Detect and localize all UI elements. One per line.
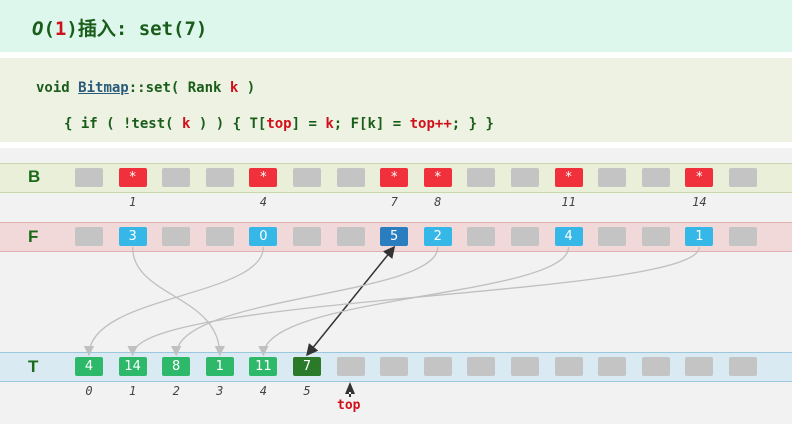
t-cell	[685, 357, 714, 376]
t-cell: 11	[249, 357, 278, 376]
t-cell	[729, 357, 757, 376]
b-cell	[598, 168, 627, 187]
f-cell	[467, 227, 496, 246]
f-cell	[293, 227, 321, 246]
f-cell: 2	[423, 227, 452, 246]
b-cell	[162, 168, 191, 187]
t-cell	[336, 357, 365, 376]
b-cell: *	[423, 168, 452, 187]
b-index-label: 11	[561, 195, 576, 209]
f-cell: 5	[380, 227, 409, 246]
b-index-label: 8	[434, 195, 442, 209]
t-index-label: 1	[128, 384, 137, 398]
t-cell: 4	[75, 357, 103, 376]
code-line-1: void Bitmap::set( Rank k )	[36, 80, 256, 96]
b-cell	[75, 168, 103, 187]
b-index-label: 7	[390, 195, 398, 209]
b-cell: *	[685, 168, 714, 187]
pointer-arrow	[83, 246, 265, 357]
b-index-label: 1	[128, 195, 137, 209]
t-index-label: 4	[259, 384, 267, 398]
b-cell	[205, 168, 234, 187]
b-cell	[336, 168, 365, 187]
f-cell	[511, 227, 539, 246]
pointer-arrow	[171, 246, 439, 357]
t-index-label: 2	[172, 384, 180, 398]
row-label-f: F	[28, 227, 39, 246]
f-cell	[162, 227, 191, 246]
f-cell	[641, 227, 670, 246]
f-cell	[729, 227, 757, 246]
pointer-arrow	[306, 245, 396, 357]
slide-title: O(1)插入: set(7)	[32, 18, 208, 40]
t-cell	[554, 357, 583, 376]
b-cell: *	[554, 168, 583, 187]
t-cell	[598, 357, 627, 376]
f-cell: 1	[685, 227, 714, 246]
t-index-label: 0	[85, 384, 93, 398]
b-cell: *	[118, 168, 147, 187]
b-cell: *	[249, 168, 278, 187]
t-cell: 1	[205, 357, 234, 376]
f-cell: 4	[554, 227, 583, 246]
b-cell	[293, 168, 321, 187]
t-cell: 8	[162, 357, 191, 376]
t-cell	[641, 357, 670, 376]
row-label-t: T	[28, 357, 39, 376]
t-index-label: 5	[303, 384, 311, 398]
b-cell: *	[380, 168, 409, 187]
t-cell	[380, 357, 409, 376]
b-cell	[511, 168, 539, 187]
t-cell	[511, 357, 539, 376]
t-cell	[423, 357, 452, 376]
f-cell	[598, 227, 627, 246]
t-cell: 7	[293, 357, 321, 376]
code-block: void Bitmap::set( Rank k ) { if ( !test(…	[0, 58, 792, 142]
f-cell: 3	[118, 227, 147, 246]
code-line-2: { if ( !test( k ) ) { T[top] = k; F[k] =…	[64, 116, 494, 132]
slide-title-bar: O(1)插入: set(7)	[0, 0, 792, 52]
t-index-label: 3	[216, 384, 224, 398]
pointer-arrow	[127, 246, 701, 357]
t-cell: 14	[118, 357, 147, 376]
f-cell	[75, 227, 103, 246]
top-label: top	[337, 398, 361, 413]
b-cell	[467, 168, 496, 187]
b-cell	[729, 168, 757, 187]
f-cell	[336, 227, 365, 246]
t-cell	[467, 357, 496, 376]
b-index-label: 14	[692, 195, 707, 209]
f-cell	[205, 227, 234, 246]
row-label-b: B	[28, 167, 41, 186]
f-cell: 0	[249, 227, 278, 246]
b-cell	[641, 168, 670, 187]
b-index-label: 4	[259, 195, 267, 209]
